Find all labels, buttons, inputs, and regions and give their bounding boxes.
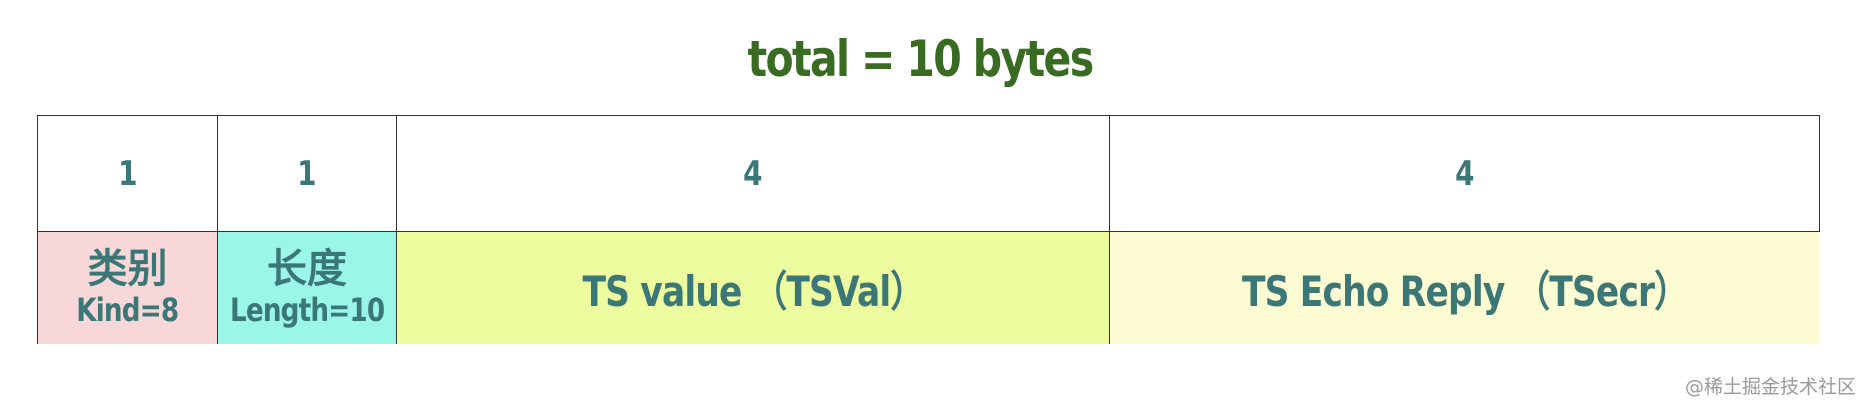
tcp-timestamp-option-table: 1 1 4 4 类别 Kind=8 长度 Length=10 TS value … bbox=[37, 115, 1820, 344]
field-tsval: TS value （TSVal） bbox=[396, 231, 1109, 344]
field-kind-cn-label: 类别 bbox=[87, 246, 168, 292]
field-kind-value: Kind=8 bbox=[76, 291, 179, 329]
size-cell-tsval: 4 bbox=[396, 116, 1109, 231]
field-length-value: Length=10 bbox=[229, 291, 385, 329]
field-tsval-label: TS value （TSVal） bbox=[582, 266, 924, 316]
size-value: 4 bbox=[743, 153, 763, 194]
field-length: 长度 Length=10 bbox=[217, 231, 396, 344]
watermark: @稀土掘金技术社区 bbox=[1684, 376, 1856, 398]
field-tsecr: TS Echo Reply （TSecr） bbox=[1109, 231, 1820, 344]
field-length-cn-label: 长度 bbox=[267, 246, 347, 292]
size-value: 1 bbox=[297, 153, 317, 194]
field-kind: 类别 Kind=8 bbox=[38, 231, 217, 344]
size-cell-length: 1 bbox=[217, 116, 396, 231]
size-value: 1 bbox=[117, 153, 138, 194]
field-tsecr-label: TS Echo Reply （TSecr） bbox=[1242, 266, 1689, 316]
size-cell-kind: 1 bbox=[38, 116, 217, 231]
size-value: 4 bbox=[1455, 153, 1475, 194]
size-cell-tsecr: 4 bbox=[1109, 116, 1820, 231]
diagram-title: total = 10 bytes bbox=[747, 30, 1095, 88]
